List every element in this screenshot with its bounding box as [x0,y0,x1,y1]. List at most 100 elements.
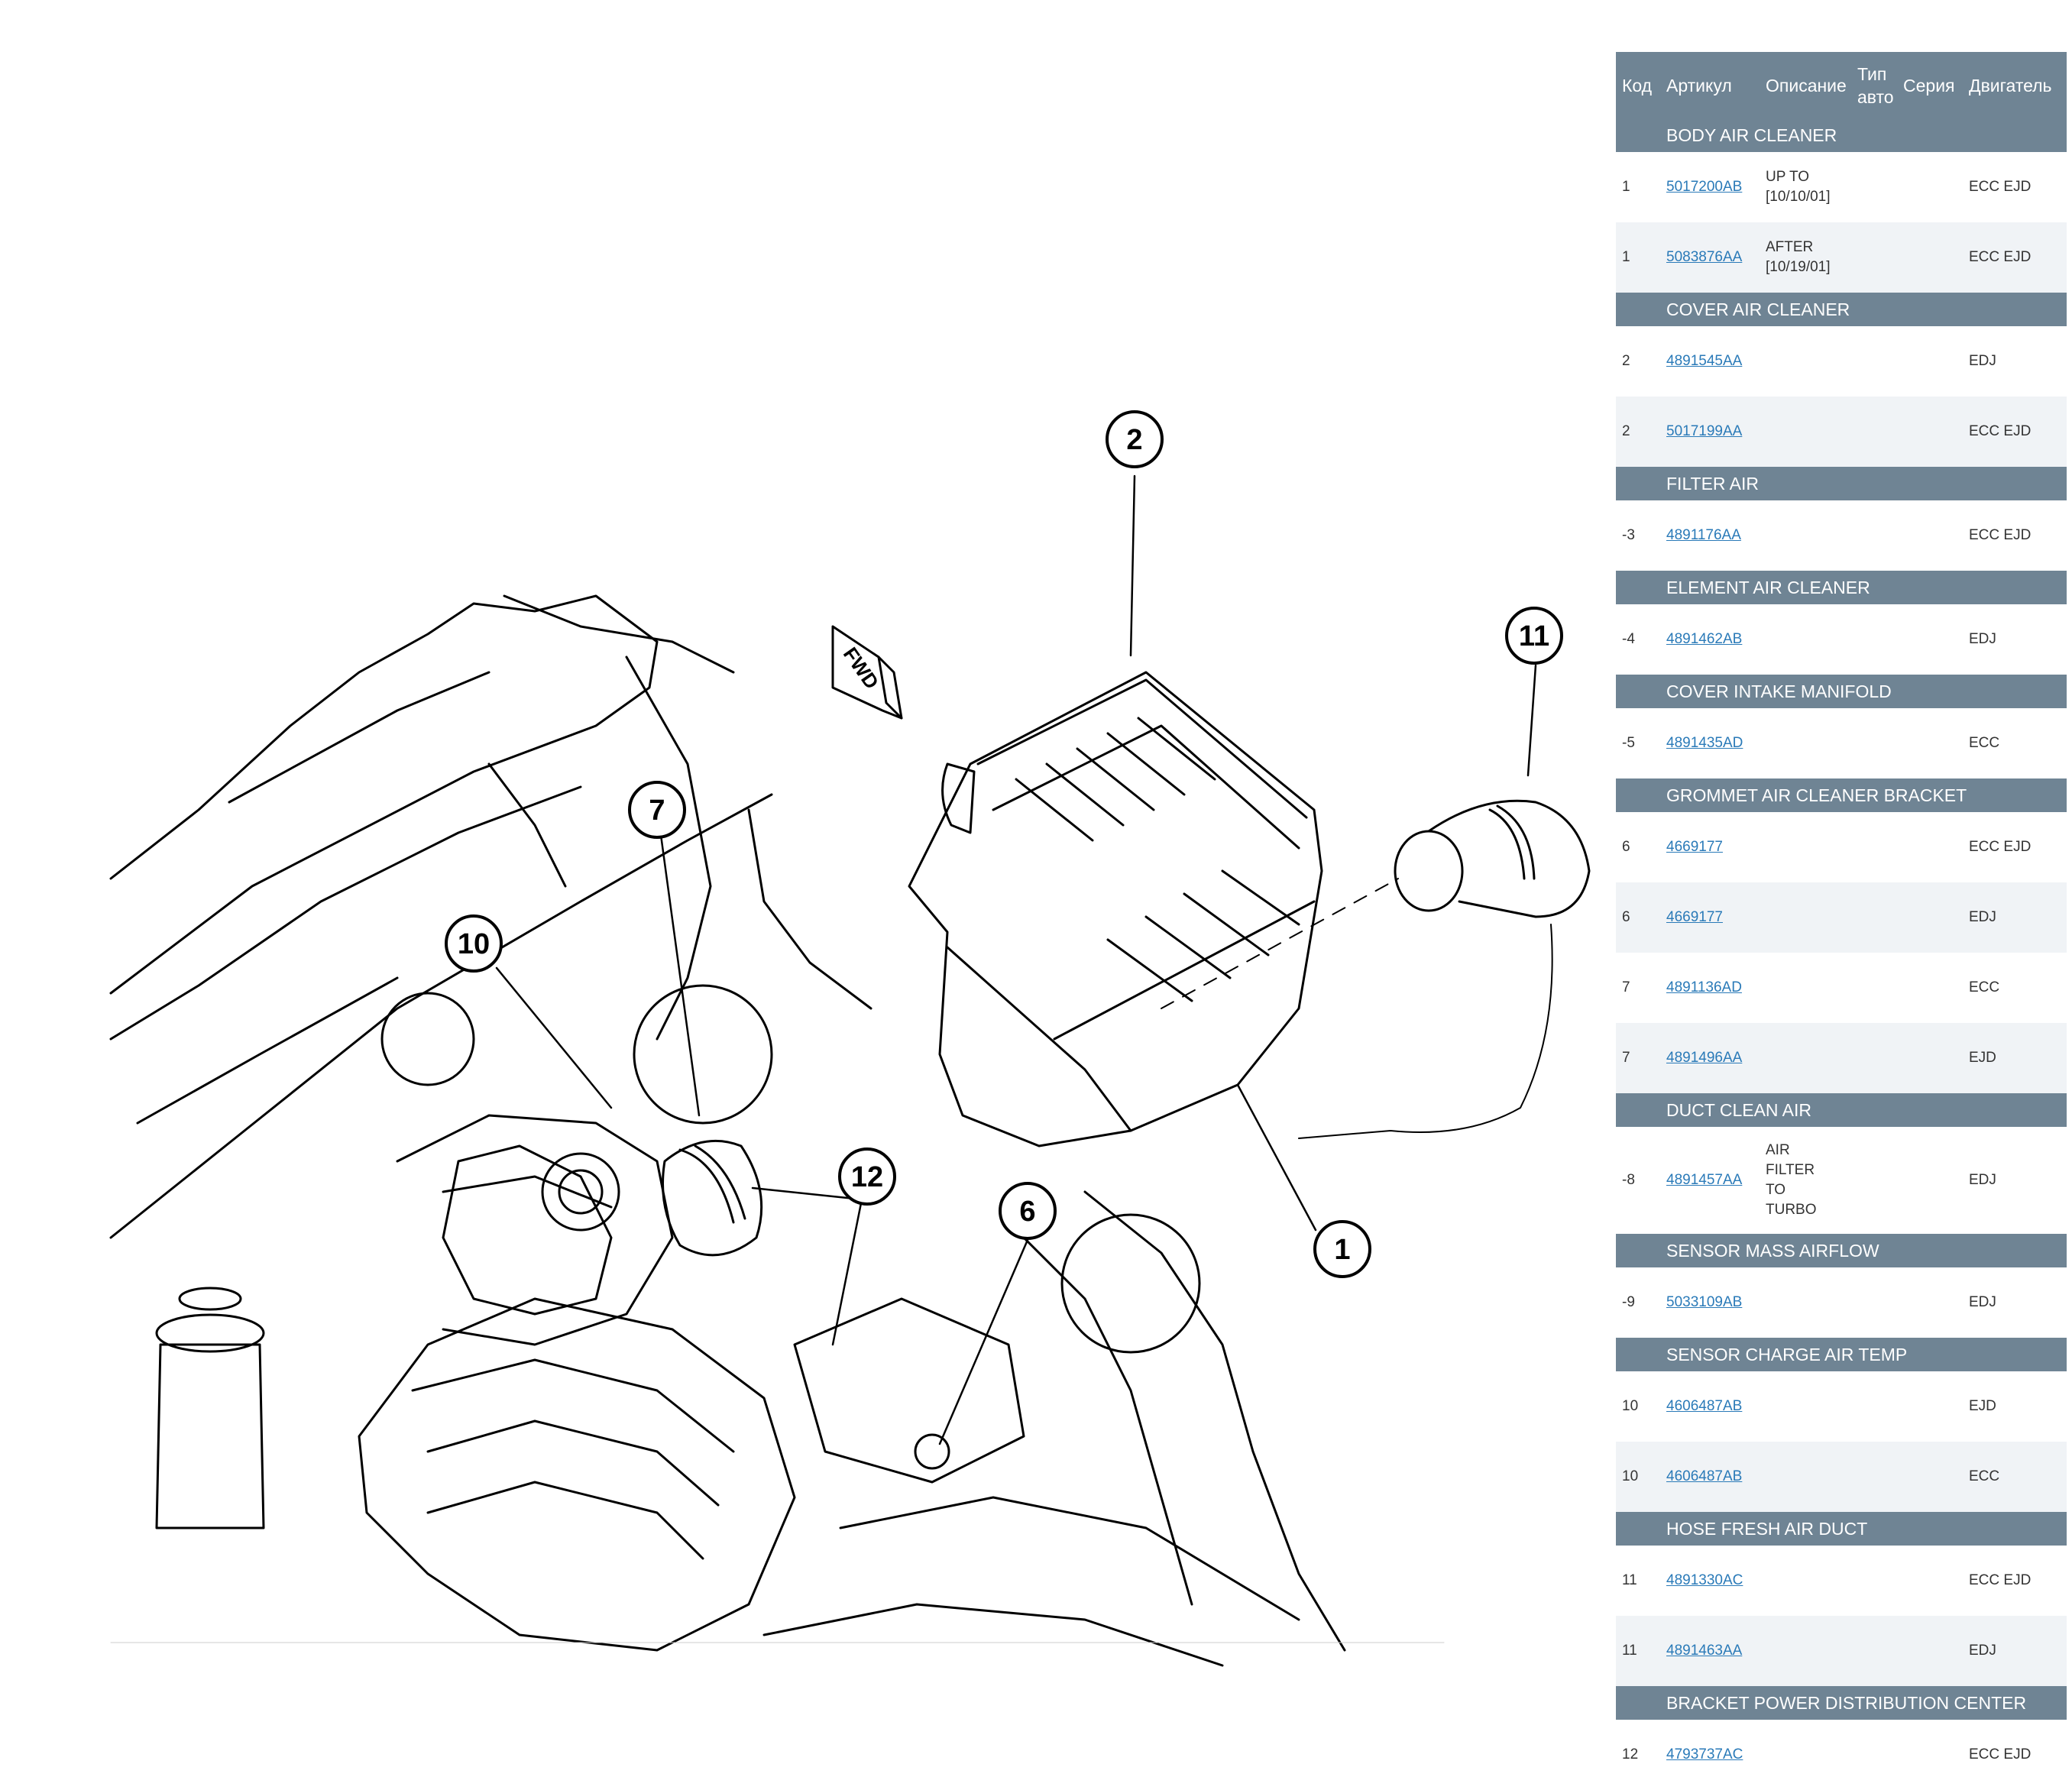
group-title: GROMMET AIR CLEANER BRACKET [1660,778,2067,812]
code-cell: -8 [1616,1127,1660,1234]
part-number-link[interactable]: 4891545AA [1666,353,1743,369]
description-cell [1760,1546,1851,1616]
article-cell: 4891330AC [1660,1546,1760,1616]
part-number-link[interactable]: 4891462AB [1666,631,1743,647]
callout-11: 11 [1505,607,1563,665]
vehicle-type-cell [1851,326,1897,397]
part-number-link[interactable]: 5083876AA [1666,249,1743,265]
description-cell [1760,1023,1851,1093]
engine-cell: ECC EJD [1963,812,2067,882]
code-cell: 1 [1616,152,1660,222]
article-cell: 5017200AB [1660,152,1760,222]
part-number-link[interactable]: 5017199AA [1666,423,1743,439]
callout-circle [445,914,503,973]
table-row: 10 4606487AB ECC [1616,1442,2067,1512]
header-code: Код [1616,52,1660,118]
group-header-row: GROMMET AIR CLEANER BRACKET [1616,778,2067,812]
group-header-row: BODY AIR CLEANER [1616,118,2067,152]
code-cell: 1 [1616,222,1660,293]
fwd-arrow-icon [831,625,903,720]
vehicle-type-cell [1851,1371,1897,1442]
group-code-cell [1616,1686,1660,1720]
series-cell [1897,812,1963,882]
code-cell: -4 [1616,604,1660,675]
vehicle-type-cell [1851,152,1897,222]
callout-12: 12 [838,1147,896,1206]
header-series: Серия [1897,52,1963,118]
engine-cell: EDJ [1963,1267,2067,1338]
series-cell [1897,500,1963,571]
part-number-link[interactable]: 4891136AD [1666,979,1742,995]
group-code-cell [1616,1234,1660,1267]
part-number-link[interactable]: 5033109AB [1666,1294,1743,1310]
code-cell: 7 [1616,1023,1660,1093]
group-title: DUCT CLEAN AIR [1660,1093,2067,1127]
callout-7: 7 [628,781,686,839]
callout-6: 6 [999,1182,1057,1240]
description-cell [1760,1442,1851,1512]
series-cell [1897,1371,1963,1442]
series-cell [1897,1267,1963,1338]
series-cell [1897,152,1963,222]
part-number-link[interactable]: 4891463AA [1666,1643,1743,1659]
engine-cell: EDJ [1963,1616,2067,1686]
code-cell: 2 [1616,326,1660,397]
part-number-link[interactable]: 4606487AB [1666,1398,1743,1414]
part-number-link[interactable]: 4669177 [1666,839,1723,855]
description-cell [1760,882,1851,953]
vehicle-type-cell [1851,953,1897,1023]
engine-cell: EDJ [1963,1127,2067,1234]
callout-label: 10 [458,928,490,960]
part-number-link[interactable]: 4891496AA [1666,1050,1743,1066]
part-number-link[interactable]: 4891330AC [1666,1572,1743,1588]
code-cell: 10 [1616,1442,1660,1512]
engine-cell: ECC EJD [1963,1546,2067,1616]
series-cell [1897,1546,1963,1616]
part-number-link[interactable]: 4891457AA [1666,1172,1743,1188]
code-cell: -9 [1616,1267,1660,1338]
engine-cell: EJD [1963,1023,2067,1093]
group-code-cell [1616,778,1660,812]
part-number-link[interactable]: 4669177 [1666,909,1723,925]
group-code-cell [1616,1093,1660,1127]
header-engine: Двигатель [1963,52,2067,118]
group-code-cell [1616,675,1660,708]
table-row: -9 5033109AB EDJ [1616,1267,2067,1338]
part-number-link[interactable]: 4793737AC [1666,1746,1743,1762]
description-cell [1760,500,1851,571]
description-cell [1760,1616,1851,1686]
article-cell: 4793737AC [1660,1720,1760,1790]
description-cell: UP TO[10/10/01] [1760,152,1851,222]
vehicle-type-cell [1851,1720,1897,1790]
article-cell: 4891496AA [1660,1023,1760,1093]
engine-cell: EDJ [1963,882,2067,953]
part-number-link[interactable]: 5017200AB [1666,179,1743,195]
article-cell: 4669177 [1660,882,1760,953]
article-cell: 4891435AD [1660,708,1760,778]
header-type-line2: авто [1857,86,1894,107]
series-cell [1897,397,1963,467]
group-code-cell [1616,1512,1660,1546]
part-number-link[interactable]: 4891176AA [1666,527,1741,543]
description-cell [1760,1267,1851,1338]
part-number-link[interactable]: 4891435AD [1666,735,1743,751]
article-cell: 4891457AA [1660,1127,1760,1234]
description-line: TURBO [1766,1202,1817,1218]
article-cell: 4606487AB [1660,1371,1760,1442]
callout-circle [1106,410,1164,468]
group-header-row: SENSOR CHARGE AIR TEMP [1616,1338,2067,1371]
part-number-link[interactable]: 4606487AB [1666,1468,1743,1484]
engine-cell: ECC [1963,1442,2067,1512]
code-cell: 11 [1616,1546,1660,1616]
article-cell: 4891463AA [1660,1616,1760,1686]
vehicle-type-cell [1851,708,1897,778]
series-cell [1897,953,1963,1023]
